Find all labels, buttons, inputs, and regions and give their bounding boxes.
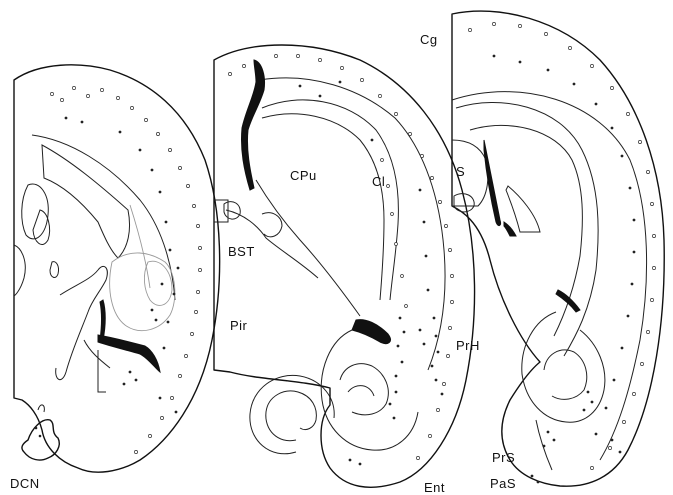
left-lower-bracket bbox=[98, 350, 106, 392]
middle-cortex-dots bbox=[228, 54, 453, 465]
label-pir: Pir bbox=[230, 318, 248, 333]
label-ent: Ent bbox=[424, 480, 445, 495]
left-ventricle bbox=[42, 145, 130, 258]
right-cortex-inner bbox=[452, 92, 647, 460]
left-small-blob bbox=[33, 210, 50, 245]
middle-ventricle-outer bbox=[262, 100, 398, 300]
left-section: Pir DCN bbox=[10, 65, 248, 491]
dcn-hook bbox=[38, 405, 44, 412]
left-hand-shape bbox=[56, 266, 108, 379]
label-cl: Cl bbox=[372, 174, 385, 189]
left-faint-strip bbox=[130, 205, 150, 288]
left-black-stem bbox=[100, 300, 105, 340]
right-ventricle-black bbox=[504, 222, 516, 236]
label-pas: PaS bbox=[490, 476, 516, 491]
left-side-lobe bbox=[14, 245, 25, 296]
label-prh: PrH bbox=[456, 338, 480, 353]
right-section-outline bbox=[452, 11, 664, 486]
right-hippo-inner bbox=[544, 350, 587, 399]
label-cpu: CPu bbox=[290, 168, 317, 183]
middle-hilus-black bbox=[352, 320, 390, 344]
left-section-outline bbox=[14, 65, 220, 472]
right-striatum bbox=[506, 186, 540, 232]
left-faint-nucleus-2 bbox=[144, 261, 172, 305]
middle-hippo-layer bbox=[348, 386, 374, 396]
right-septum-black bbox=[484, 140, 501, 226]
middle-fornix bbox=[262, 213, 282, 237]
label-bst: BST bbox=[228, 244, 255, 259]
label-dcn: DCN bbox=[10, 476, 40, 491]
left-tiny-oval bbox=[50, 262, 59, 278]
middle-cortex-inner bbox=[260, 78, 445, 370]
middle-hippo-outer bbox=[321, 330, 418, 450]
middle-black-tract bbox=[241, 60, 264, 190]
left-upper-blob bbox=[22, 184, 49, 239]
right-section: Cg S PrS PaS bbox=[420, 11, 664, 491]
spiral-inner bbox=[266, 391, 317, 441]
left-inner-contour bbox=[32, 135, 175, 300]
middle-ventricle-inner bbox=[262, 114, 384, 300]
middle-caudate-line bbox=[256, 180, 360, 316]
middle-hippo-inner bbox=[340, 364, 388, 415]
label-s: S bbox=[456, 164, 465, 179]
middle-section: CPu Cl BST PrH Ent bbox=[214, 45, 480, 495]
label-prs: PrS bbox=[492, 450, 515, 465]
right-hilus-black bbox=[556, 290, 580, 312]
left-faint-nuclei bbox=[110, 253, 175, 331]
label-cg: Cg bbox=[420, 32, 438, 47]
